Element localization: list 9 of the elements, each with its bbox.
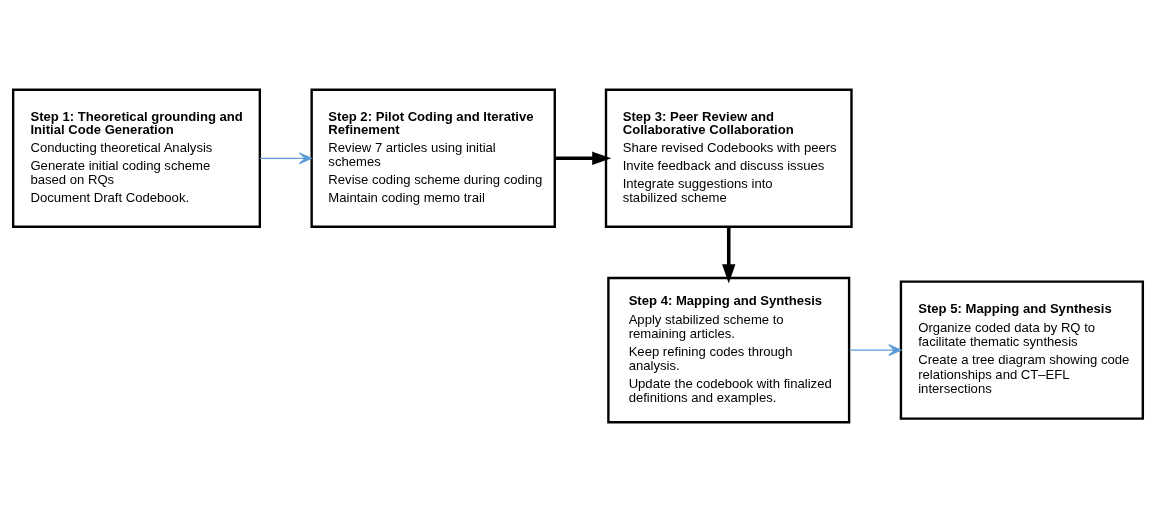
arrow <box>848 344 902 357</box>
node-box: Step 2: Pilot Coding and Iterative Refinement Review 7 articles using initial schemes Revise coding scheme during coding Maintain coding memo trail <box>310 88 556 228</box>
arrow <box>259 152 312 165</box>
node-box: Step 4: Mapping and Synthesis Apply stabilized scheme to remaining articles. Keep refining codes through analysis. Update the codebook with finalized definitions and examples. <box>607 276 851 424</box>
arrow <box>555 151 612 165</box>
node-box: Step 1: Theoretical grounding and Initial Code Generation Conducting theoretical Analysis Generate initial coding scheme based on RQs Document Draft Codebook. <box>11 88 261 228</box>
node-box: Step 5: Mapping and Synthesis Organize coded data by RQ to facilitate thematic synthesis Create a tree diagram showing code relationships and CT–EFL intersections <box>899 280 1145 420</box>
node-box: Step 3: Peer Review and Collaborative Collaboration Share revised Codebooks with peers Invite feedback and discuss issues Integrate suggestions into stabilized scheme <box>604 88 853 228</box>
arrow <box>722 226 736 284</box>
